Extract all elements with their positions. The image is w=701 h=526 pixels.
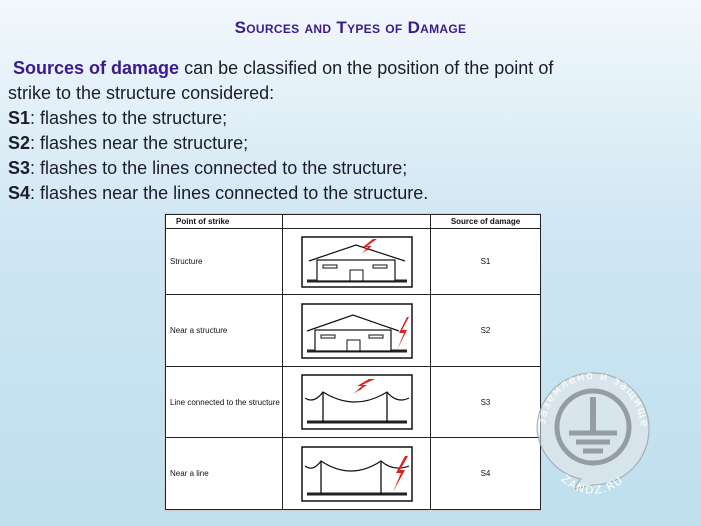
item-text: : flashes to the lines connected to the … [30,158,408,178]
source-code-cell: S4 [430,437,541,510]
point-of-strike-cell: Near a structure [165,294,283,367]
intro-emphasis: Sources of damage [13,58,180,78]
house-lightning-near-icon [282,294,431,367]
item-code: S2 [8,133,31,153]
source-code-cell: S2 [430,294,541,367]
table-header-source: Source of damage [430,214,541,229]
intro-rest: can be classified on the position of the… [179,58,554,78]
item-code: S1 [8,108,31,128]
table-row: Line connected to the structure S3 [165,365,541,439]
point-of-strike-cell: Near a line [165,437,283,510]
damage-table: Point of strike Source of damage Structu… [164,213,541,511]
intro-line-2: strike to the structure considered: [8,83,275,103]
point-of-strike-cell: Structure [165,227,283,296]
damage-table-grid: Point of strike Source of damage Structu… [165,214,541,510]
line-lightning-near-icon [282,437,431,510]
table-row: Near a line S4 [165,437,541,510]
table-header-row: Point of strike Source of damage [165,214,541,229]
item-text: : flashes near the structure; [30,133,249,153]
item-text: : flashes near the lines connected to th… [30,183,429,203]
item-text: : flashes to the structure; [30,108,228,128]
item-code: S3 [8,158,31,178]
table-header-point: Point of strike [165,214,283,229]
table-row: Near a structure S2 [165,294,541,367]
body-text: Sources of damage can be classified on t… [8,56,698,206]
house-lightning-roof-icon [282,227,431,296]
table-header-picture [282,214,431,229]
table-row: Structure S1 [165,227,541,296]
source-code-cell: S1 [430,227,541,296]
line-lightning-wire-icon [282,365,431,439]
zandz-watermark-logo: заземлено и защищено ZANDZ.RU [519,345,663,505]
item-s3: S3: flashes to the lines connected to th… [8,156,698,181]
item-s1: S1: flashes to the structure; [8,106,698,131]
item-s4: S4: flashes near the lines connected to … [8,181,698,206]
item-s2: S2: flashes near the structure; [8,131,698,156]
item-code: S4 [8,183,31,203]
intro-line-1: Sources of damage can be classified on t… [8,56,698,81]
slide-title: Sources and Types of Damage [234,18,467,37]
point-of-strike-cell: Line connected to the structure [165,365,283,439]
